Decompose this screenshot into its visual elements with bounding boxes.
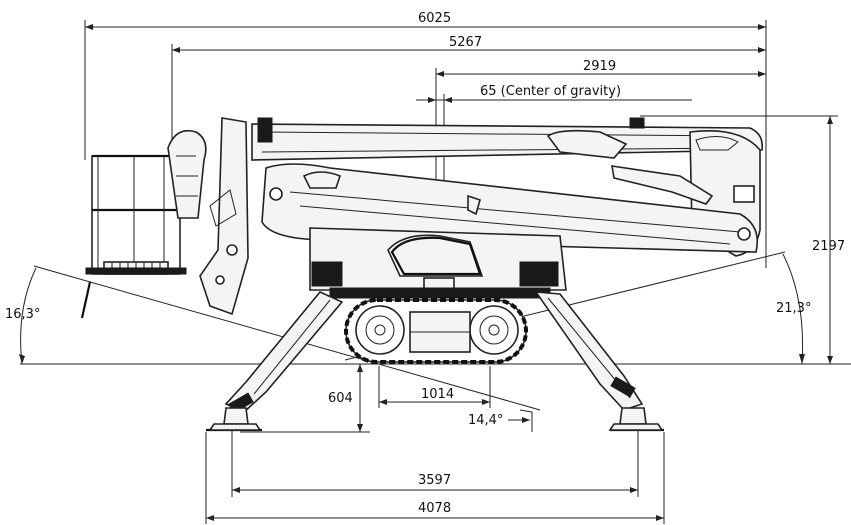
label-left-slope-angle: 16,3° (5, 307, 40, 322)
turret (309, 227, 567, 293)
counterweight (311, 261, 343, 287)
drive-sprocket (355, 305, 405, 355)
boom-tip-plate (733, 185, 755, 203)
angle-arc-left (20, 267, 37, 365)
label-height: 2197 (812, 239, 845, 254)
angle-arc-ground (519, 409, 533, 432)
outrigger-left-jack (223, 407, 249, 425)
label-boom-reach: 5267 (449, 35, 482, 50)
label-outrigger-drop: 604 (328, 391, 353, 406)
basket-base (85, 267, 187, 275)
dimension-lines (19, 20, 851, 524)
label-outrigger-inner-span: 3597 (418, 473, 451, 488)
dimension-labels: 6025 5267 2919 65 (Center of gravity) 21… (5, 11, 845, 516)
label-right-slope-angle: 21,3° (776, 301, 811, 316)
basket-frame (91, 155, 181, 275)
boom-pivot-block (257, 117, 273, 143)
hydraulic-tank (519, 261, 559, 287)
label-ground-slope-angle: 14,4° (468, 413, 503, 428)
undercarriage (329, 287, 551, 364)
work-basket (80, 129, 207, 319)
label-center-of-gravity: 65 (Center of gravity) (480, 84, 621, 99)
idler-wheel (469, 305, 519, 355)
label-outrigger-outer-span: 4078 (418, 501, 451, 516)
lift-cylinder (611, 165, 714, 205)
chassis-frame (329, 287, 551, 299)
upper-boom (251, 117, 764, 257)
label-track-width: 1014 (421, 387, 454, 402)
boom-cutout (546, 129, 628, 159)
jib-arm (199, 117, 249, 316)
label-overall-length: 6025 (418, 11, 451, 26)
basket-leg (80, 281, 92, 319)
jib-bracket (199, 117, 249, 316)
upper-boom-beam (251, 123, 764, 161)
boom-sensor (629, 117, 645, 129)
outrigger-right-jack (619, 407, 647, 425)
angle-arc-right (782, 253, 804, 365)
label-pivot-distance: 2919 (583, 59, 616, 74)
outriggers (206, 291, 664, 432)
outrigger-left-arm (224, 291, 344, 413)
